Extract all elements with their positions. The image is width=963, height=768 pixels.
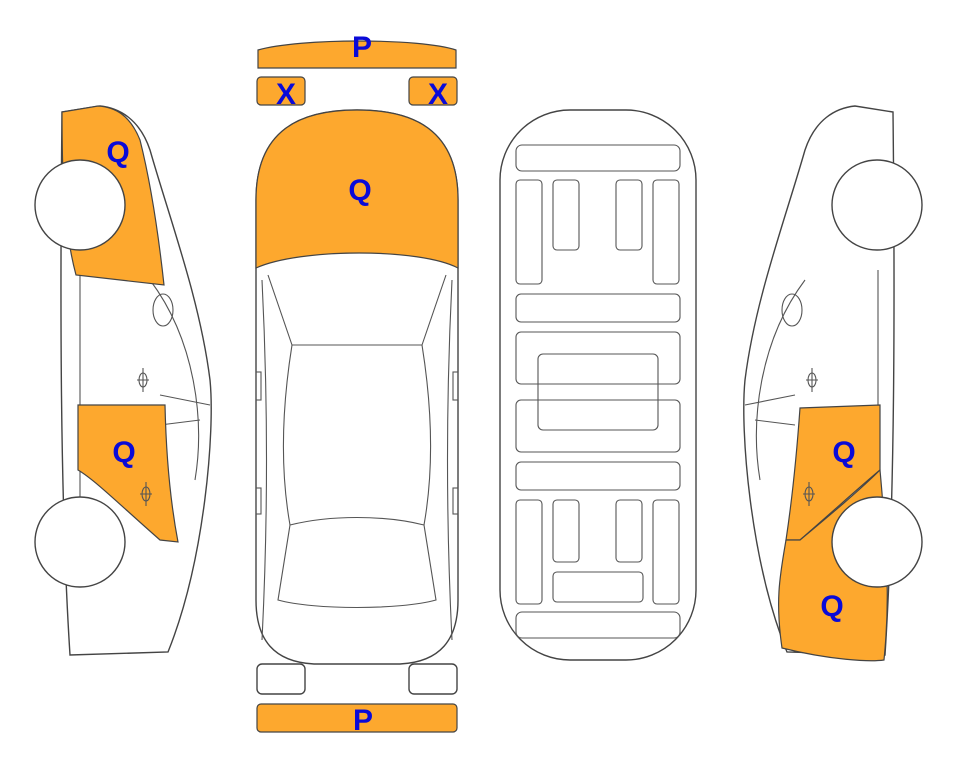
hood-panel [255,109,459,269]
front-bumper-label: P [352,31,372,64]
left-front-wheel [34,159,126,251]
left-rear-door-panel [77,404,179,543]
right-front-wheel [831,159,923,251]
right-roof-line [744,394,796,406]
left-rear-wheel [34,496,126,588]
top-view [255,40,459,733]
underside-body [499,109,697,661]
right-mirror [781,293,803,327]
hood-label: Q [348,174,371,207]
top-rear-window [277,516,437,609]
right-rear-door-label: Q [832,436,855,469]
right-side-view [743,105,923,662]
left-mirror [152,293,174,327]
top-side-lines [261,279,453,641]
right-rear-fender-label: Q [820,590,843,623]
front-bumper-panel [257,40,457,69]
right-rear-light [408,663,458,695]
damage-labels: P X X Q P Q Q Q Q [106,31,855,737]
top-left-mirror [255,371,262,401]
left-door-handle-rear [140,482,152,506]
underside-panels [515,144,681,639]
top-right-mirror [452,371,459,401]
left-roof-line [159,394,211,406]
left-front-fender-label: Q [106,136,129,169]
right-front-light-label: X [428,78,448,111]
rear-bumper-label: P [353,704,373,737]
top-right-handle [452,487,459,515]
right-front-light-panel [408,76,458,106]
left-windshield-line [149,279,200,481]
underside-view [499,109,697,661]
left-window-line [159,419,201,426]
top-left-handle [255,487,262,515]
right-windshield-line [755,279,806,481]
right-door-handle-rear [803,482,815,506]
top-cabin-sides [282,344,432,526]
right-door-handle-front [806,368,818,392]
left-side-view [34,105,212,656]
top-windshield [267,274,447,346]
left-rear-light [256,663,306,695]
left-front-light-panel [256,76,306,106]
left-rear-door-label: Q [112,436,135,469]
rear-bumper-panel [256,703,458,733]
right-rear-wheel [831,496,923,588]
left-door-handle-front [137,368,149,392]
left-front-light-label: X [276,78,296,111]
right-window-line [754,419,796,426]
